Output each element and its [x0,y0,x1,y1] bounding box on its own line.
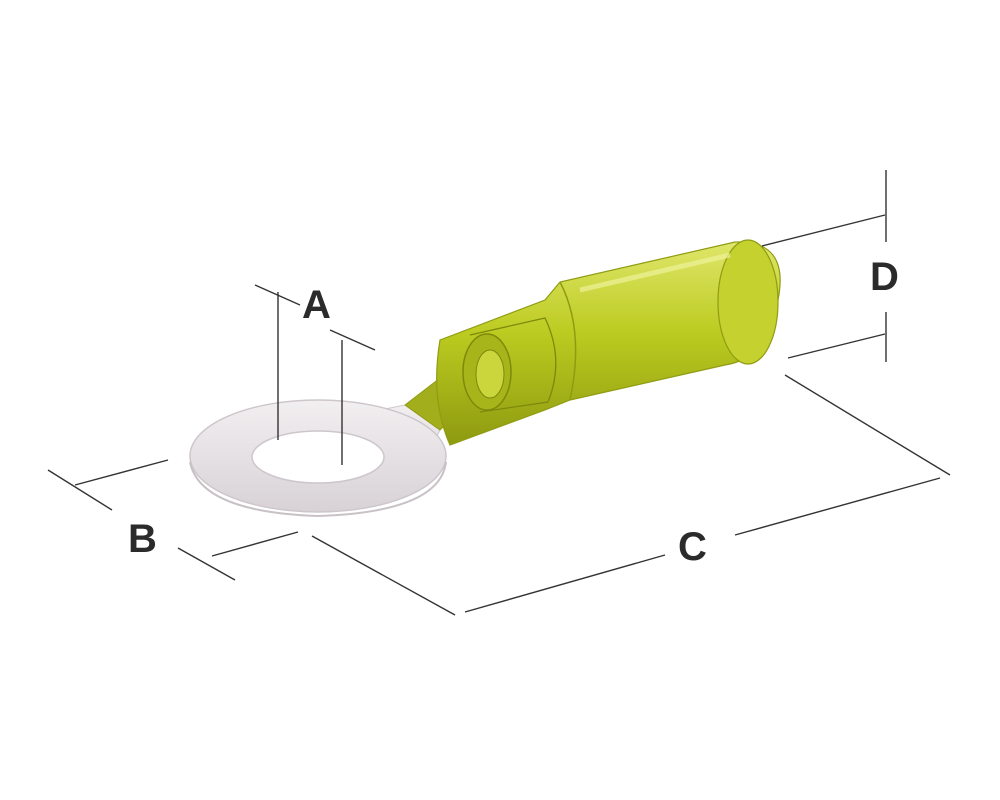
sleeve-highlight [579,252,731,293]
sleeve-end [717,239,779,365]
dimension-b: B [47,459,299,581]
label-b: B [128,517,157,561]
label-a: A [302,283,331,327]
dimension-c: C [311,374,951,616]
ring-terminal [189,239,781,518]
ring-washer-edge [189,461,447,518]
label-d: D [870,255,899,299]
barrel-collar [469,317,557,413]
dimension-a: A [254,283,376,465]
sleeve-step [559,281,577,401]
dimension-d: D [761,170,899,362]
label-c: C [678,525,707,569]
barrel-inner [475,349,505,399]
ring-hole [251,430,385,484]
